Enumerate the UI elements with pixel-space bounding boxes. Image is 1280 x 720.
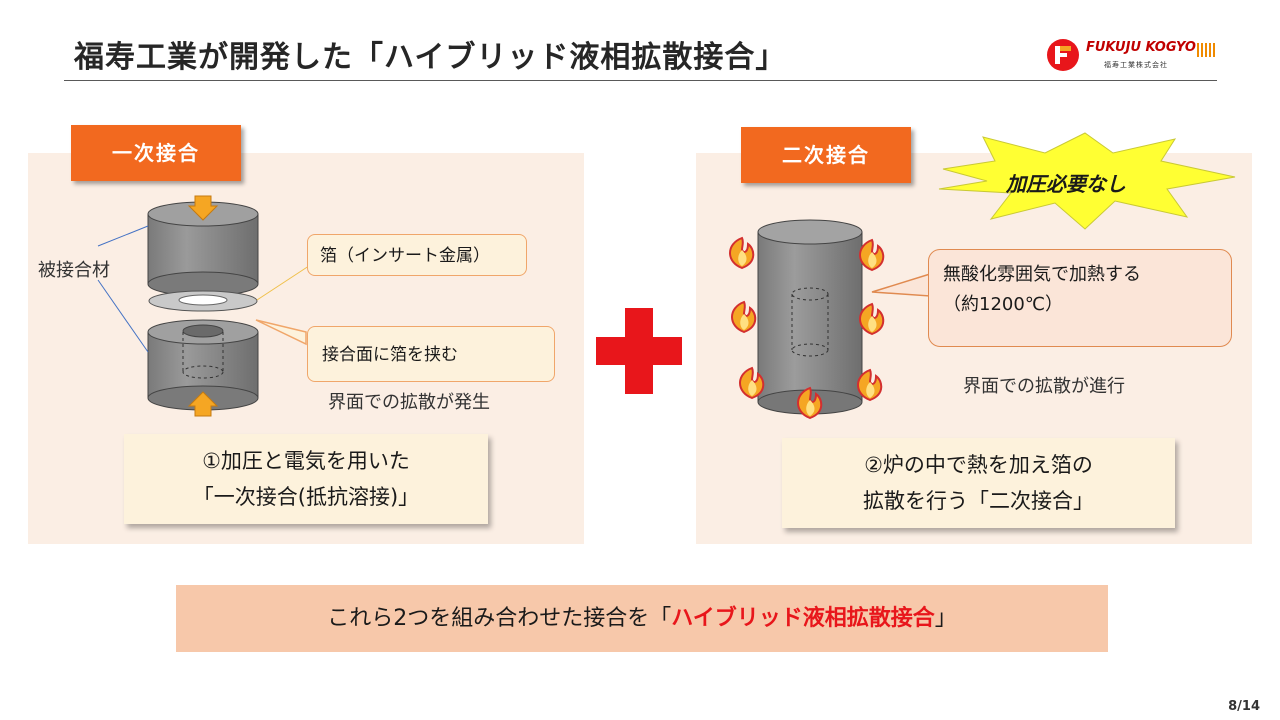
secondary-note-line-2: 拡散を行う「二次接合」 — [863, 489, 1094, 513]
secondary-bonding-diagram — [729, 219, 931, 420]
flame-icon — [797, 386, 823, 420]
flame-icon — [857, 368, 883, 402]
page-number: 8/14 — [1228, 699, 1260, 714]
flame-icon — [729, 236, 755, 270]
primary-bonding-diagram — [97, 195, 319, 417]
no-pressure-burst-icon — [935, 131, 1239, 235]
plus-icon — [596, 308, 682, 398]
heating-line-1: 無酸化雰囲気で加熱する — [943, 264, 1141, 285]
flame-icon — [859, 238, 885, 272]
no-pressure-text: 加圧必要なし — [1006, 172, 1126, 196]
secondary-note-line-1: ②炉の中で熱を加え箔の — [864, 453, 1093, 477]
insert-foil — [148, 290, 258, 312]
flame-icon — [731, 300, 757, 334]
fukuju-logo-icon — [1046, 38, 1080, 72]
logo-text: FUKUJU KOGYO — [1086, 40, 1196, 55]
pressure-up-arrow-icon — [187, 391, 219, 417]
upper-workpiece — [147, 201, 259, 297]
title-divider — [64, 80, 1217, 81]
flame-icon — [739, 366, 765, 400]
primary-note-line-2: 「一次接合(抵抗溶接)」 — [192, 485, 420, 509]
right-diffusion-text: 界面での拡散が進行 — [963, 376, 1125, 397]
summary-banner: これら2つを組み合わせた接合を「ハイブリッド液相拡散接合」 — [176, 585, 1108, 652]
primary-bonding-note: ①加圧と電気を用いた 「一次接合(抵抗溶接)」 — [124, 434, 488, 524]
logo-subtext: 福寿工業株式会社 — [1104, 61, 1168, 69]
foil-callout: 箔（インサート金属） — [307, 234, 527, 276]
page-title: 福寿工業が開発した「ハイブリッド液相拡散接合」 — [74, 40, 787, 75]
summary-highlight: ハイブリッド液相拡散接合 — [671, 606, 935, 631]
material-label: 被接合材 — [38, 260, 110, 281]
summary-prefix: これら2つを組み合わせた接合を「 — [327, 606, 672, 631]
pressure-down-arrow-icon — [187, 195, 219, 221]
heating-line-2: （約1200℃） — [943, 294, 1064, 315]
summary-suffix: 」 — [934, 606, 957, 631]
left-diffusion-text: 界面での拡散が発生 — [328, 392, 490, 413]
secondary-bonding-tab: 二次接合 — [741, 127, 911, 183]
logo-stripes-icon — [1196, 42, 1216, 61]
flame-icon — [859, 302, 885, 336]
sandwich-callout: 接合面に箔を挟む — [307, 326, 555, 382]
joined-workpiece — [757, 219, 863, 415]
heating-callout: 無酸化雰囲気で加熱する （約1200℃） — [928, 249, 1232, 347]
secondary-bonding-note: ②炉の中で熱を加え箔の 拡散を行う「二次接合」 — [782, 438, 1175, 528]
primary-bonding-tab: 一次接合 — [71, 125, 241, 181]
primary-note-line-1: ①加圧と電気を用いた — [202, 449, 410, 473]
